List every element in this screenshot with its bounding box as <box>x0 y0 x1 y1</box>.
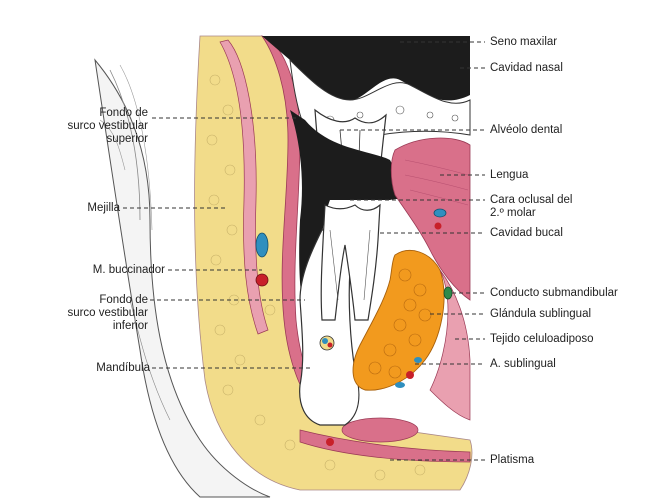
label-a-sublingual: A. sublingual <box>490 358 556 370</box>
sublingual-artery <box>406 371 414 379</box>
label-conducto-submandibular: Conducto submandibular <box>490 287 618 299</box>
skin-surface <box>94 58 271 498</box>
vessels <box>255 208 453 446</box>
inferior-alveolar-artery <box>327 342 333 348</box>
cheek-muscle-strip <box>219 39 269 335</box>
sublingual-vein-2 <box>414 357 422 363</box>
lingual-artery <box>434 222 442 230</box>
lower-molar-roots <box>329 229 371 301</box>
label-fondo-superior: Fondo de surco vestibular superior <box>67 107 148 145</box>
label-seno-maxilar: Seno maxilar <box>490 36 558 48</box>
leader-lines-left <box>123 117 312 369</box>
label-cara-oclusal: Cara oclusal del 2.º molar <box>490 194 573 219</box>
inferior-muscle <box>341 417 419 443</box>
facial-artery <box>326 438 334 446</box>
label-cavidad-nasal: Cavidad nasal <box>490 62 563 74</box>
label-lengua: Lengua <box>490 169 529 181</box>
lingual-vein <box>433 208 447 218</box>
label-tejido-celuloadiposo: Tejido celuloadiposo <box>490 333 594 345</box>
label-mejilla: Mejilla <box>87 202 120 214</box>
gland-lobules <box>368 268 432 379</box>
tongue-fibers <box>404 159 469 206</box>
label-glandula-sublingual: Glándula sublingual <box>490 308 592 320</box>
nasal-cavity <box>262 36 470 102</box>
adipose-tissue-right <box>429 269 471 421</box>
oral-cavity <box>290 110 440 300</box>
lower-molar <box>320 203 381 321</box>
platysma-muscle <box>299 429 471 463</box>
submandibular-duct <box>443 286 453 300</box>
label-platisma: Platisma <box>490 454 535 466</box>
label-cavidad-bucal: Cavidad bucal <box>490 227 563 239</box>
sublingual-vein <box>395 382 405 388</box>
label-alveolo-dental: Alvéolo dental <box>490 124 563 136</box>
label-buccinador: M. buccinador <box>92 264 165 276</box>
leader-lines-right <box>340 41 485 461</box>
tongue <box>390 137 471 301</box>
label-fondo-inferior: Fondo de surco vestibular inferior <box>67 294 148 332</box>
buccal-artery <box>255 273 269 287</box>
inferior-alveolar-vein <box>322 338 328 344</box>
label-mandibula: Mandíbula <box>96 362 150 374</box>
buccal-vein <box>255 232 269 258</box>
